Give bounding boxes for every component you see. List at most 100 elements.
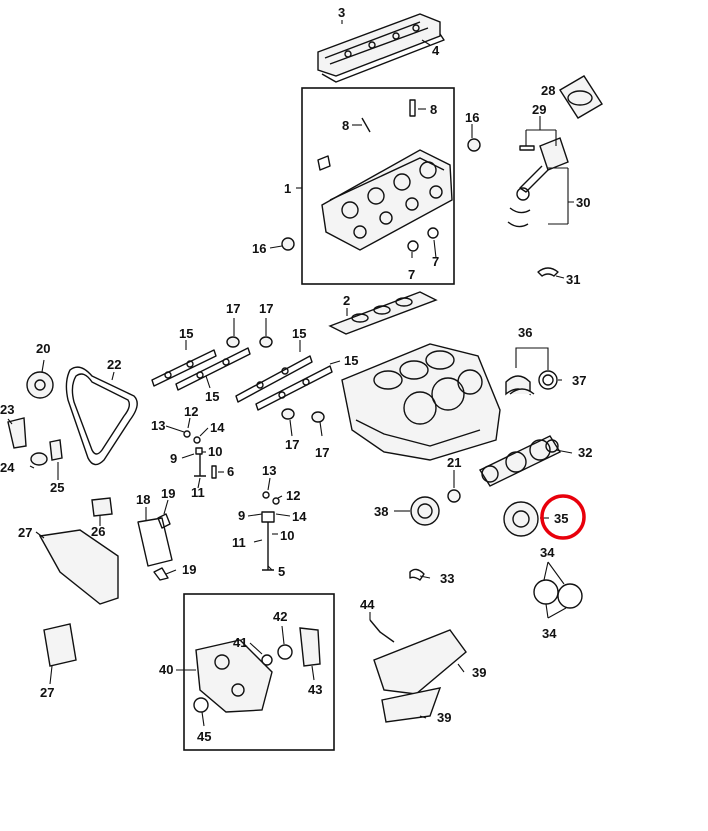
callout-45: 45 [197,729,211,744]
callout-16a: 16 [465,110,479,125]
callout-7b: 7 [432,254,439,269]
callout-33: 33 [440,571,454,586]
callout-17d: 17 [315,445,329,460]
callout-17b: 17 [259,301,273,316]
callout-12b: 12 [286,488,300,503]
rear-main-seal [538,370,558,390]
callout-11a: 11 [191,485,205,500]
callout-29: 29 [532,102,546,117]
oil-dipstick-tube [369,619,395,643]
crankshaft [478,435,562,487]
callout-15c: 15 [344,353,358,368]
callout-15b: 15 [292,326,306,341]
callout-32: 32 [578,445,592,460]
callout-16b: 16 [252,241,266,256]
callout-23: 23 [0,402,14,417]
callout-19b: 19 [182,562,196,577]
oil-pump [195,639,273,713]
head-bolt [317,155,331,171]
callout-26: 26 [91,524,105,539]
connecting-rod [507,165,549,228]
callout-8a: 8 [342,118,349,133]
oil-filter-adapter [193,697,209,713]
callout-10b: 10 [280,528,294,543]
callout-31: 31 [566,272,580,287]
callout-35: 35 [554,511,568,526]
callout-10a: 10 [208,444,222,459]
callout-9b: 9 [238,508,245,523]
valve-seals [407,227,439,252]
callout-1: 1 [284,181,291,196]
callout-20: 20 [36,341,50,356]
callout-12a: 12 [184,404,198,419]
callout-15a: 15 [179,326,193,341]
cylinder-head [321,149,453,251]
callout-17a: 17 [226,301,240,316]
thrust-washers [533,579,583,609]
oil-pan [373,629,467,723]
tensioner [49,439,63,461]
callout-14a: 14 [210,420,225,435]
main-bearings [505,375,535,396]
valve-cover-gasket [321,33,445,83]
piston [519,137,569,171]
callout-39b: 39 [437,710,451,725]
oil-pump-cover [299,627,321,667]
camshaft-seals [281,138,481,251]
oil-pump-gear [261,654,273,666]
callout-15d: 15 [205,389,219,404]
callout-27b: 27 [40,685,54,700]
callout-30: 30 [576,195,590,210]
callout-17c: 17 [285,437,299,452]
callout-labels: 3 4 1 8 8 16 16 7 7 28 29 30 31 2 15 17 … [0,5,592,744]
callout-13b: 13 [262,463,276,478]
callout-34a: 34 [540,545,555,560]
engine-block [341,343,501,461]
crankshaft-sprocket [447,489,461,503]
leader-lines [7,20,574,727]
valve-set-lower [261,491,280,571]
idler-pulley [30,452,48,466]
callout-22: 22 [107,357,121,372]
callout-34b: 34 [542,626,557,641]
callout-41: 41 [233,635,247,650]
bearing-shells [409,568,425,581]
callout-43: 43 [308,682,322,697]
callout-13a: 13 [151,418,165,433]
timing-cover-upper [38,529,119,605]
head-gasket [328,291,438,335]
callout-8b: 8 [430,102,437,117]
callout-2: 2 [343,293,350,308]
callout-21: 21 [447,455,461,470]
callout-42: 42 [273,609,287,624]
rocker-cover-gasket [137,517,173,567]
callout-19a: 19 [161,486,175,501]
callout-44: 44 [360,597,375,612]
valve-set-upper [183,430,217,479]
callout-14b: 14 [292,509,307,524]
callout-4: 4 [432,43,440,58]
piston-rings [559,75,603,119]
callout-5: 5 [278,564,285,579]
cylinder-head-group-box [301,87,455,285]
callout-6: 6 [227,464,234,479]
callout-27a: 27 [18,525,32,540]
callout-37: 37 [572,373,586,388]
timing-cover-plate [43,623,77,667]
timing-cover-lower [91,497,113,517]
tensioner-bracket [7,417,27,449]
callout-40: 40 [159,662,173,677]
highlight-circle [540,494,586,540]
callout-24: 24 [0,460,15,475]
callout-18: 18 [136,492,150,507]
callout-3: 3 [338,5,345,20]
callout-7a: 7 [408,267,415,282]
valve-cover [317,13,441,77]
callout-38: 38 [374,504,388,519]
callout-28: 28 [541,83,555,98]
oil-pump-group-box [183,593,335,751]
oil-pump-seal [277,644,293,660]
callout-9a: 9 [170,451,177,466]
rod-bearing [537,267,559,277]
